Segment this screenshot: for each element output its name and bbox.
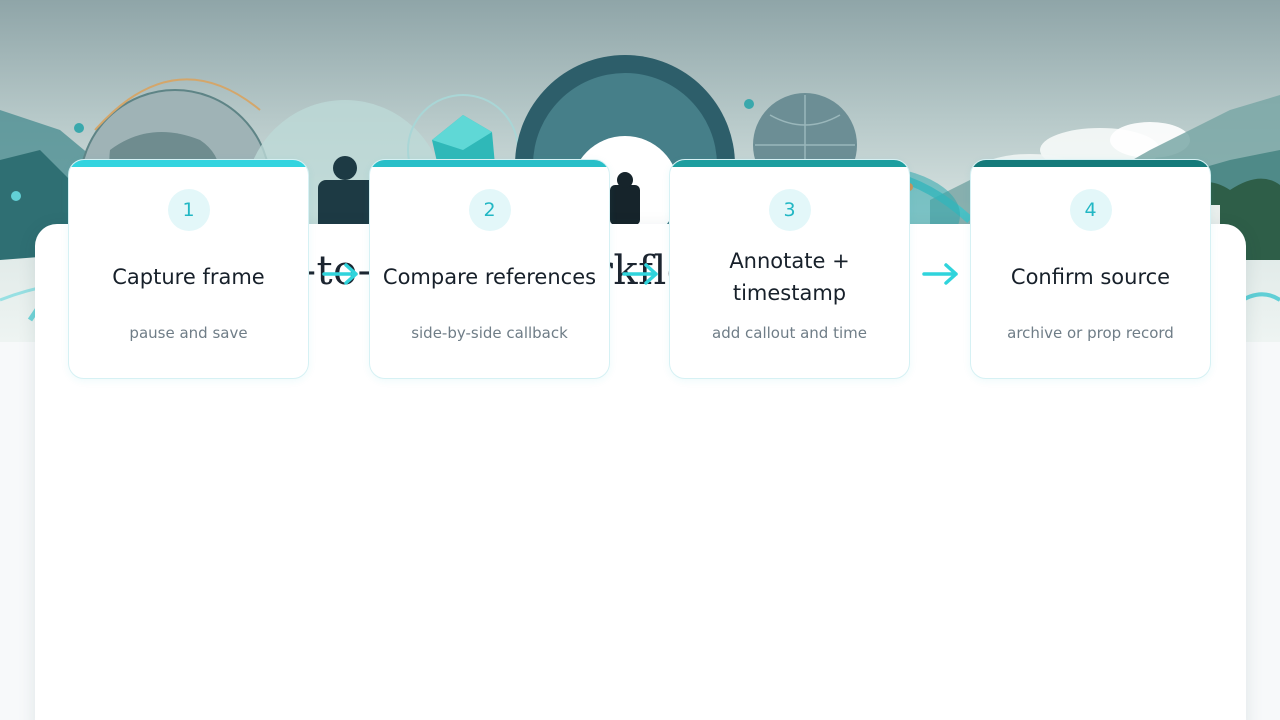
step-card-2: 2 Compare references side-by-side callba…: [369, 159, 610, 379]
arrow-right-icon: [622, 263, 658, 285]
step-title: Confirm source: [1010, 265, 1171, 289]
step-title: Capture frame: [112, 265, 265, 289]
arrow-right-icon: [322, 263, 358, 285]
step-card-4: 4 Confirm source archive or prop record: [970, 159, 1211, 379]
step-description: pause and save: [129, 324, 248, 342]
step-number: 1: [167, 189, 210, 231]
step-number: 3: [768, 189, 811, 231]
step-accent-bar: [370, 160, 609, 167]
step-description: archive or prop record: [1007, 324, 1174, 342]
arrow-right-icon: [922, 263, 958, 285]
step-description: add callout and time: [712, 324, 867, 342]
step-number: 2: [468, 189, 511, 231]
step-accent-bar: [971, 160, 1210, 167]
step-card-1: 1 Capture frame pause and save: [68, 159, 309, 379]
step-accent-bar: [670, 160, 909, 167]
step-number: 4: [1069, 189, 1112, 231]
step-card-3: 3 Annotate + timestamp add callout and t…: [669, 159, 910, 379]
step-title: Annotate + timestamp: [729, 249, 850, 305]
step-description: side-by-side callback: [411, 324, 568, 342]
step-title: Compare references: [382, 265, 597, 289]
step-accent-bar: [69, 160, 308, 167]
